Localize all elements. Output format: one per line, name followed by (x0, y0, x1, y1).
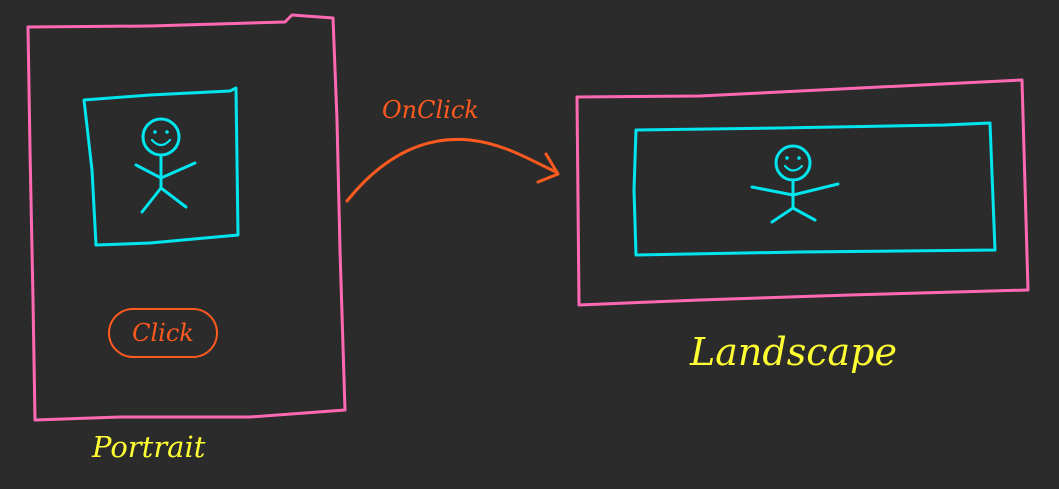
landscape-stick-figure-icon (750, 144, 840, 224)
portrait-device-frame (26, 13, 347, 422)
transition-label: OnClick (382, 96, 479, 124)
portrait-stick-figure-icon (134, 117, 197, 214)
landscape-caption: Landscape (690, 330, 897, 374)
click-button[interactable]: Click (108, 308, 218, 358)
landscape-screen (632, 121, 997, 257)
portrait-caption: Portrait (92, 430, 206, 464)
transition-arrow-icon (345, 137, 560, 203)
landscape-device-frame (575, 78, 1030, 307)
portrait-screen (82, 86, 240, 247)
